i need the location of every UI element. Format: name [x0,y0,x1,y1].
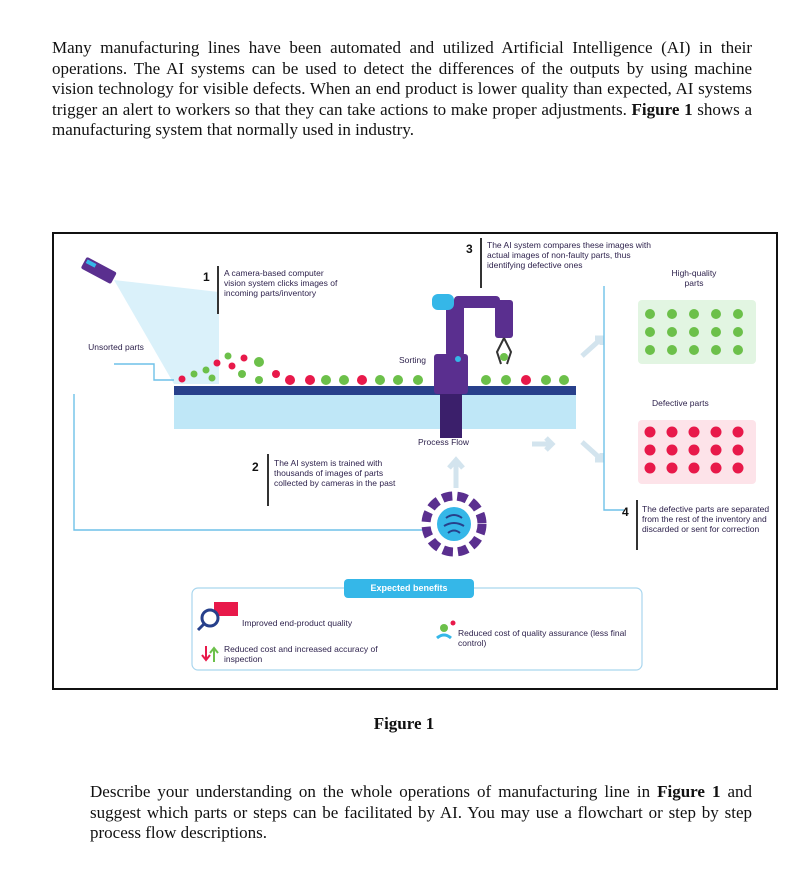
conveyor-body [174,395,576,429]
high-quality-bin [638,300,756,364]
step-2-bar [267,454,269,506]
step-2-number: 2 [252,460,259,474]
expected-benefits-badge: Expected benefits [344,579,474,598]
unsorted-parts-label: Unsorted parts [88,342,144,352]
parts-on-belt [178,352,569,385]
step-4-number: 4 [622,505,629,519]
step-2-text: The AI system is trained with thousands … [274,458,396,488]
conveyor-belt [174,386,576,395]
intro-text-2: shows a manufacturing system that normal… [52,99,752,140]
up-down-arrows-icon [201,646,219,662]
step-3-text: The AI system compares these images with… [487,240,651,270]
step-1-text: A camera-based computer vision system cl… [224,268,338,298]
step-1-bar [217,266,219,314]
robot-arm-icon [432,294,513,438]
benefit-qa-text: Reduced cost of quality assurance (less … [458,628,627,648]
step-1-number: 1 [203,270,210,284]
benefit-inspection-text: Reduced cost and increased accuracy of i… [224,644,378,664]
ai-gear-icon [421,491,487,557]
figure-caption: Figure 1 [373,714,435,733]
defective-bin [638,420,756,484]
sorting-label: Sorting [399,355,426,365]
unsorted-feed-line [114,363,174,381]
step-3-bar [480,238,482,288]
person-icon [436,620,456,640]
intro-paragraph: Many manufacturing lines have been autom… [52,38,752,141]
figure-graphics [73,257,756,671]
question-paragraph: Describe your understanding on the whole… [90,782,752,844]
intro-text-1: Many manufacturing lines have been autom… [52,38,752,119]
benefit-quality-text: Improved end-product quality [242,618,353,628]
intro-figure-ref: Figure 1 [631,99,693,119]
sorting-arrows [532,335,605,463]
question-text-2: and suggest which parts or steps can be … [90,782,753,842]
high-quality-label: High-quality parts [671,268,717,288]
question-text-1: Describe your understanding on the whole… [90,782,651,801]
question-figure-ref: Figure 1 [657,782,721,801]
step-4-bar [636,500,638,550]
ai-training-line [73,394,424,531]
step-3-number: 3 [466,242,473,256]
process-flow-label: Process Flow [418,437,470,447]
process-flow-arrow [447,456,465,488]
camera-icon [81,257,219,384]
magnifier-icon [196,602,238,632]
figure-1-diagram: Unsorted parts Sorting Process Flow High… [52,232,778,690]
sorting-branch-line [603,286,624,511]
step-4-text: The defective parts are separated from t… [642,504,770,534]
defective-parts-label: Defective parts [652,398,709,408]
